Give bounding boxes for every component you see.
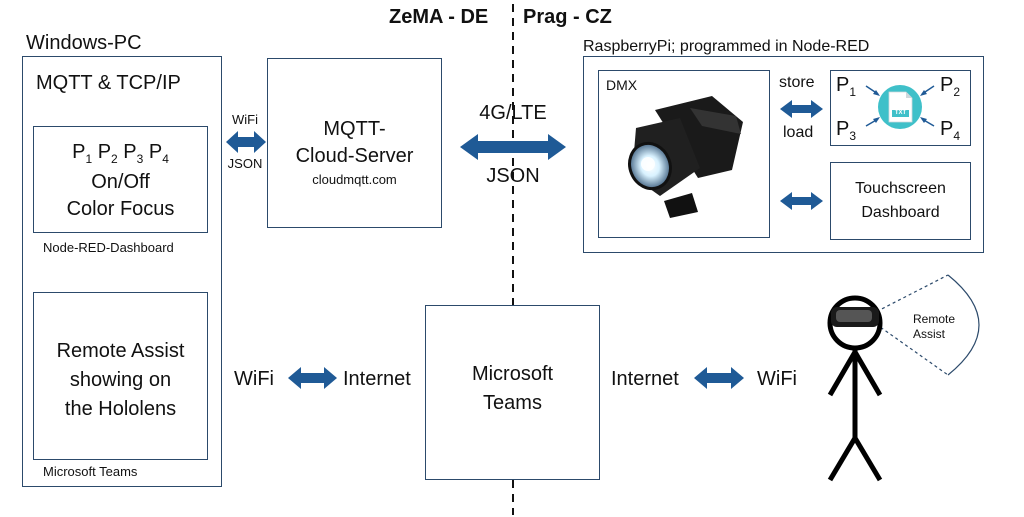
- remote-assist-view-label-2: Assist: [913, 327, 946, 341]
- bottom-right-internet: Internet: [611, 368, 679, 390]
- param-p4: P4: [148, 141, 169, 166]
- param-p2: P2: [97, 141, 118, 166]
- txt-file-label: TXT: [894, 110, 907, 116]
- bottom-left-wifi: WiFi: [234, 368, 274, 390]
- dashboard-params: P1 P2 P3 P4: [33, 141, 208, 166]
- cloud-server-line2: Cloud-Server: [295, 145, 414, 167]
- mqtt-tcpip-label: MQTT & TCP/IP: [36, 72, 181, 94]
- teams-line1: Microsoft: [471, 363, 554, 385]
- param-p1: P1: [72, 141, 93, 166]
- teams-line2: Teams: [483, 392, 542, 414]
- bottom-right-wifi: WiFi: [757, 368, 797, 390]
- microsoft-teams-box: [425, 305, 600, 480]
- dashboard-color-focus: Color Focus: [66, 198, 175, 220]
- dashboard-onoff: On/Off: [91, 171, 150, 193]
- bottom-left-internet: Internet: [343, 368, 411, 390]
- raspberry-pi-title: RaspberryPi; programmed in Node-RED: [583, 38, 870, 55]
- double-arrow-store-load: [780, 100, 823, 118]
- file-p1: P1: [836, 74, 857, 99]
- load-label: load: [783, 124, 814, 141]
- double-arrow-touchscreen: [780, 192, 823, 210]
- double-arrow-left-internet: [288, 367, 337, 389]
- link-json-label: JSON: [227, 156, 263, 171]
- cloud-server-line1: MQTT-: [323, 118, 386, 140]
- file-p3: P3: [836, 118, 857, 143]
- remote-assist-box: [33, 292, 208, 460]
- double-arrow-cloud-pi: [460, 134, 566, 160]
- region-label-de: ZeMA - DE: [389, 6, 489, 28]
- microsoft-teams-caption: Microsoft Teams: [43, 464, 138, 479]
- touchscreen-line2: Dashboard: [861, 204, 940, 221]
- cloudmqtt-url: cloudmqtt.com: [312, 172, 397, 187]
- link-wifi-label: WiFi: [232, 112, 258, 127]
- remote-assist-line3: the Hololens: [64, 398, 177, 420]
- file-p4: P4: [940, 118, 961, 143]
- double-arrow-pc-cloud: [226, 131, 266, 153]
- remote-assist-view-label-1: Remote: [913, 312, 956, 326]
- double-arrow-right-internet: [694, 367, 744, 389]
- remote-assist-line2: showing on: [69, 369, 172, 391]
- mqtt-cloud-server-box: [267, 58, 442, 228]
- windows-pc-title: Windows-PC: [26, 32, 142, 54]
- link-json-label-2: JSON: [486, 165, 540, 187]
- param-p3: P3: [123, 141, 144, 166]
- link-4g-lte-label: 4G/LTE: [479, 102, 547, 124]
- file-p2: P2: [940, 74, 961, 99]
- node-red-dashboard-caption: Node-RED-Dashboard: [43, 240, 174, 255]
- region-label-cz: Prag - CZ: [523, 6, 612, 28]
- touchscreen-dashboard-box: [830, 162, 971, 240]
- view-cone: [865, 274, 980, 376]
- dmx-label: DMX: [606, 77, 638, 93]
- store-label: store: [779, 74, 815, 91]
- touchscreen-line1: Touchscreen: [855, 180, 946, 197]
- remote-assist-line1: Remote Assist: [56, 340, 185, 362]
- node-red-dashboard-box: [33, 126, 208, 233]
